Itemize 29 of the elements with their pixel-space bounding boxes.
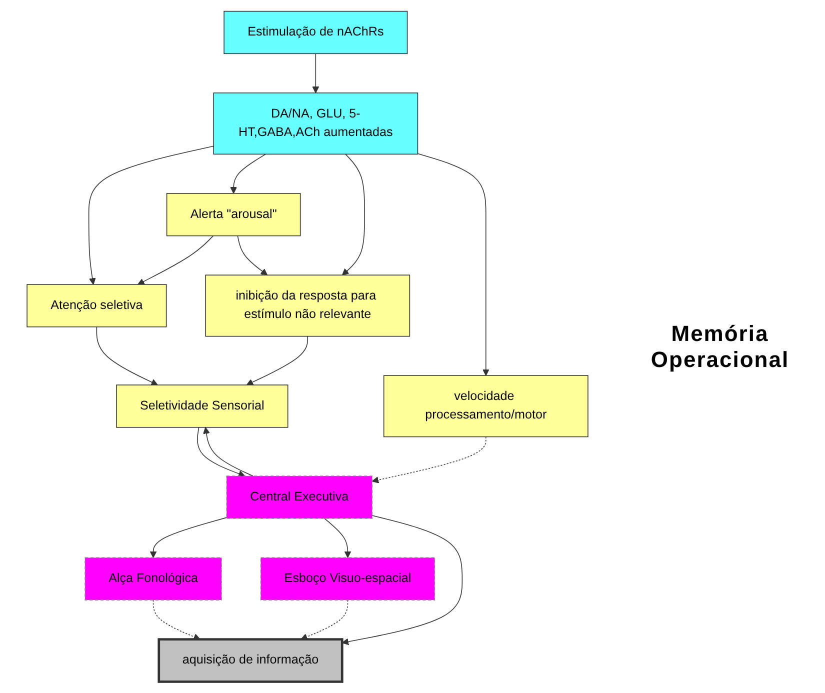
node-box: Estimulação de nAChRs bbox=[224, 10, 408, 54]
arrow bbox=[197, 426, 246, 477]
arrow bbox=[152, 600, 200, 640]
arrow bbox=[372, 436, 486, 484]
arrow bbox=[324, 518, 352, 558]
arrow bbox=[138, 235, 214, 285]
node-box: Seletividade Sensorial bbox=[116, 384, 288, 428]
arrow bbox=[96, 326, 158, 386]
node-box: Central Executiva bbox=[226, 476, 373, 519]
arrow bbox=[88, 146, 214, 285]
arrow bbox=[342, 515, 463, 646]
arrow bbox=[417, 153, 490, 376]
arrow bbox=[203, 427, 254, 476]
group-label: Memória Operacional bbox=[650, 320, 790, 372]
node-box: Esboço Visuo-espacial bbox=[260, 557, 436, 600]
arrow bbox=[230, 154, 266, 194]
arrow bbox=[150, 517, 227, 558]
arrow bbox=[246, 336, 308, 386]
node-box: velocidade processamento/motor bbox=[383, 375, 588, 438]
node-box: Alerta "arousal" bbox=[166, 193, 301, 236]
arrow bbox=[312, 53, 320, 94]
node-box: inibição da resposta para estímulo não relevante bbox=[205, 274, 410, 337]
node-box: Atenção seletiva bbox=[26, 284, 167, 328]
node-box: DA/NA, GLU, 5-HT,GABA,ACh aumentadas bbox=[213, 92, 418, 155]
node-box: Alça Fonológica bbox=[84, 557, 222, 600]
arrow bbox=[342, 154, 365, 276]
arrow bbox=[237, 235, 268, 276]
arrow bbox=[300, 600, 348, 640]
node-box: aquisição de informação bbox=[158, 638, 344, 683]
